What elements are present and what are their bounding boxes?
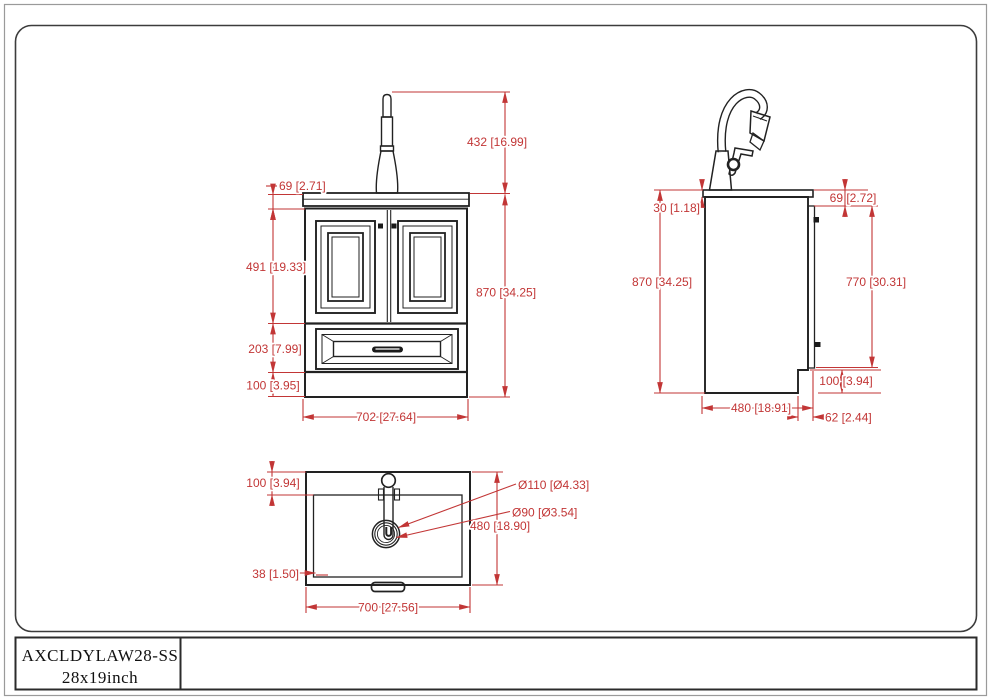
- dim-door-section: 491 [19.33]: [246, 260, 306, 274]
- top-outline: [305, 471, 471, 586]
- dim-rim-thickness: 38 [1.50]: [252, 567, 299, 581]
- dim-drain-outer: Ø110 [Ø4.33]: [518, 478, 589, 492]
- dim-drain-inner: Ø90 [Ø3.54]: [512, 506, 577, 520]
- sheet-inner-border: [14, 24, 978, 633]
- side-faucet-sprayer: [749, 109, 771, 152]
- dim-back-rim: 100 [3.94]: [246, 476, 299, 490]
- dim-counter-to-top: 69 [2.71]: [279, 179, 326, 193]
- side-door-hinge: [814, 342, 821, 347]
- front-dimensions: 432 [16.99] 69 [2.71] 491 [19.33] 203 [7…: [244, 91, 538, 426]
- sheet-outer-border: [3, 3, 988, 697]
- front-faucet: [375, 93, 399, 194]
- dim-countertop-thickness: 30 [1.18]: [653, 201, 700, 215]
- dim-faucet-height: 432 [16.99]: [467, 135, 527, 149]
- dim-base-height-front: 100 [3.95]: [246, 379, 299, 393]
- dim-door-height-side: 770 [30.31]: [846, 275, 906, 289]
- dim-drawer-section: 203 [7.99]: [248, 342, 301, 356]
- title-block-frame: [14, 636, 978, 691]
- side-faucet-base: [708, 150, 733, 191]
- side-cabinet-panel: [704, 196, 809, 394]
- top-handle: [370, 581, 406, 593]
- side-door-knob: [813, 217, 819, 223]
- front-view: [302, 93, 470, 398]
- left-door-knob: [378, 223, 383, 229]
- top-basin: [312, 494, 463, 578]
- dim-overall-width-front: 702 [27.64]: [356, 410, 416, 424]
- dim-base-height-side: 100 [3.94]: [819, 374, 872, 388]
- front-left-door: [315, 220, 376, 314]
- title-block: AXCLDYLAW28-SS 28x19inch: [14, 636, 978, 691]
- dim-overall-height-front: 870 [34.25]: [476, 286, 536, 300]
- side-countertop: [702, 189, 814, 198]
- side-dimensions: 30 [1.18] 69 [2.72] 870 [34.25] 770 [30.…: [630, 179, 908, 426]
- dim-overall-height-side: 870 [34.25]: [632, 275, 692, 289]
- side-faucet-lever: [726, 147, 754, 177]
- side-door-strip: [807, 205, 816, 369]
- top-dimensions: 100 [3.94] Ø110 [Ø4.33] Ø90 [Ø3.54] 480 …: [245, 461, 591, 616]
- dim-toe-kick: 62 [2.44]: [825, 411, 872, 425]
- front-countertop: [302, 192, 470, 207]
- front-drawer: [315, 328, 459, 370]
- side-dimension-lines: [657, 179, 875, 420]
- top-view: [305, 471, 471, 593]
- dim-depth-side: 480 [18.91]: [731, 401, 791, 415]
- front-cabinet-outline: [304, 207, 468, 398]
- front-right-door: [397, 220, 458, 314]
- dim-depth-top: 480 [18.90]: [470, 519, 530, 533]
- dim-width-top: 700 [27.56]: [358, 601, 418, 615]
- dim-top-rail: 69 [2.72]: [830, 191, 877, 205]
- top-dimension-lines: [269, 461, 517, 610]
- right-door-knob: [391, 223, 397, 229]
- side-view: [702, 88, 821, 394]
- front-dimension-lines: [270, 91, 508, 420]
- model-number-text: AXCLDYLAW28-SS: [22, 646, 179, 665]
- side-faucet: [708, 88, 771, 191]
- size-text: 28x19inch: [62, 668, 138, 687]
